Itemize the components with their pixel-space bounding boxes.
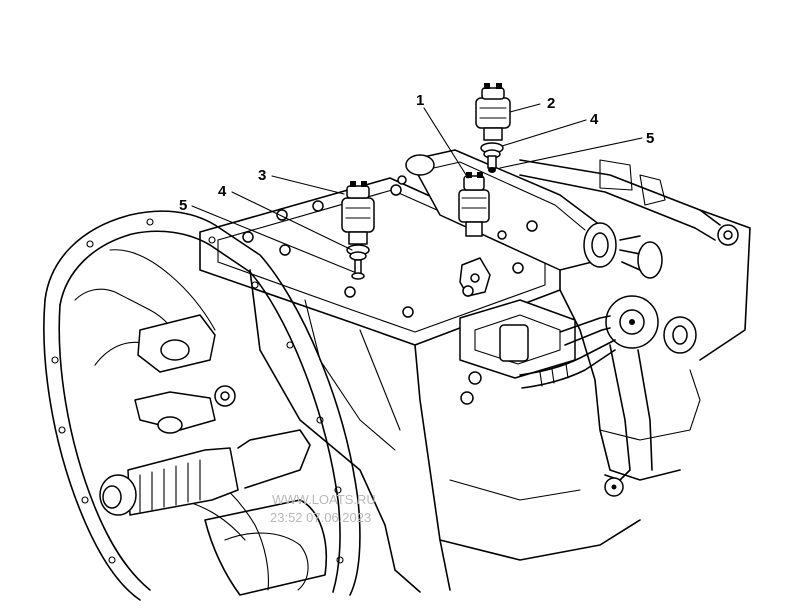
callout-1: 1 <box>416 92 424 109</box>
switch-2 <box>475 83 511 141</box>
input-shaft <box>99 429 311 516</box>
watermark-stamp: 23:52 07.06.2023 <box>270 510 371 525</box>
callout-5-lower: 5 <box>179 197 187 214</box>
cover-bolts <box>242 175 538 318</box>
callout-3: 3 <box>258 167 266 184</box>
plunger-upper <box>487 155 497 173</box>
callout-4-lower: 4 <box>218 183 227 200</box>
leader-lines <box>191 103 643 273</box>
callout-4-upper: 4 <box>590 111 599 128</box>
callout-5-upper: 5 <box>646 130 654 147</box>
plunger-lower <box>351 259 365 280</box>
seal-washer-lower <box>346 244 370 261</box>
watermark-site: WWW.LOATS.RU <box>272 492 376 507</box>
switch-3 <box>341 181 375 245</box>
callout-2: 2 <box>547 95 555 112</box>
gearbox-body <box>134 149 751 593</box>
switch-1 <box>458 172 490 237</box>
